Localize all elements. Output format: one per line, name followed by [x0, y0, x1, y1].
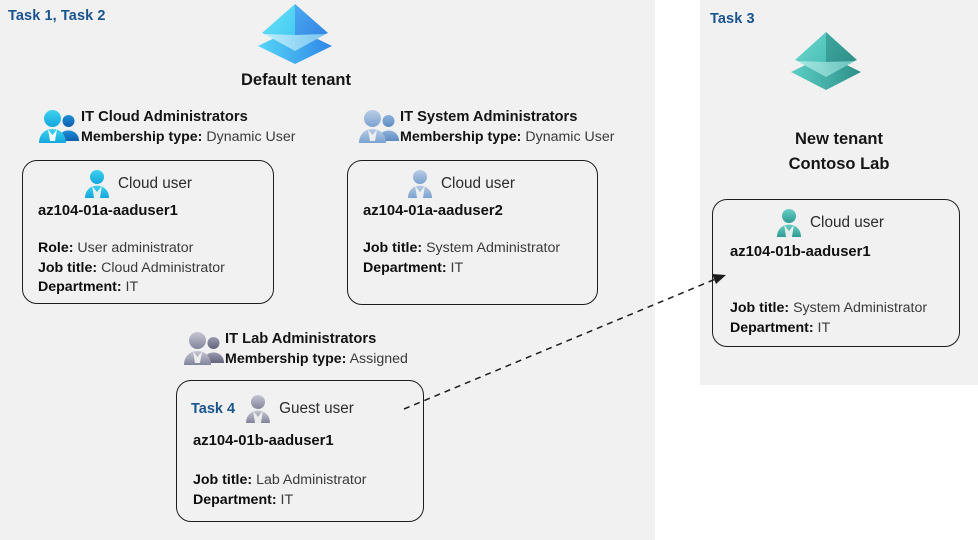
group-title-lab-admins: IT Lab Administrators [225, 331, 377, 347]
card-username-guest: az104-01b-aaduser1 [193, 433, 334, 449]
group-title-system-admins: IT System Administrators [400, 109, 578, 125]
card-head-aaduser1: Cloud user [83, 169, 192, 199]
card-task-tag-guest: Task 4 [191, 401, 236, 417]
attr-department: Department: IT [193, 491, 366, 511]
group-membership-system-admins: Membership type: Dynamic User [400, 127, 614, 147]
card-username-aaduser1: az104-01a-aaduser1 [38, 203, 178, 219]
membership-value: Dynamic User [525, 129, 615, 145]
attr-value-role: User administrator [77, 240, 194, 256]
group-header-system-admins: IT System Administrators Membership type… [400, 107, 614, 147]
attr-value-job-title: Cloud Administrator [101, 259, 225, 276]
membership-label: Membership type: [225, 351, 347, 367]
new-tenant-line2: Contoso Lab [788, 155, 890, 173]
attr-job-title: Job title: Cloud Administrator [38, 259, 225, 279]
attr-label-job-title: Job title: [38, 259, 98, 276]
new-tenant-line1: New tenant [794, 130, 883, 148]
membership-value: Assigned [349, 351, 408, 367]
cloud-user-icon [775, 208, 803, 238]
task-tag-right: Task 3 [710, 11, 755, 27]
attr-label-role: Role: [38, 240, 74, 256]
card-attrs-aaduser1b: Job title: System Administrator Departme… [730, 299, 927, 338]
user-card-aaduser2-cloud[interactable]: Cloud user az104-01a-aaduser2 Job title:… [347, 160, 598, 305]
attr-value-department: IT [450, 259, 464, 276]
attr-label-department: Department: [363, 259, 447, 276]
azure-tenant-icon-default [256, 2, 334, 66]
card-head-label-aaduser1b: Cloud user [810, 214, 884, 231]
attr-value-job-title: Lab Administrator [256, 472, 367, 488]
attr-value-department: IT [125, 279, 139, 295]
card-username-aaduser2: az104-01a-aaduser2 [363, 203, 503, 219]
user-card-aaduser1b-cloud[interactable]: Cloud user az104-01b-aaduser1 Job title:… [712, 199, 960, 347]
group-membership-cloud-admins: Membership type: Dynamic User [81, 127, 295, 147]
guest-user-icon [244, 394, 272, 424]
attr-value-job-title: System Administrator [426, 240, 561, 256]
group-membership-lab-admins: Membership type: Assigned [225, 349, 408, 369]
membership-label: Membership type: [81, 129, 203, 145]
cloud-user-icon [83, 169, 111, 199]
card-head-label-aaduser1: Cloud user [118, 175, 192, 192]
attr-label-department: Department: [730, 319, 814, 336]
default-tenant-label: Default tenant [240, 71, 351, 89]
attr-department: Department: IT [363, 259, 560, 279]
membership-value: Dynamic User [206, 129, 296, 145]
group-title-cloud-admins: IT Cloud Administrators [81, 109, 248, 125]
attr-role: Role: User administrator [38, 239, 225, 259]
card-head-guest: Task 4 Guest user [191, 394, 354, 424]
attr-label-department: Department: [38, 279, 122, 295]
card-head-aaduser1b: Cloud user [775, 208, 884, 238]
attr-label-job-title: Job title: [193, 472, 253, 488]
group-users-icon-cloud-admins [38, 108, 80, 146]
attr-value-department: IT [817, 319, 831, 336]
user-card-aaduser1-cloud[interactable]: Cloud user az104-01a-aaduser1 Role: User… [22, 160, 274, 304]
cloud-user-icon [406, 169, 434, 199]
card-attrs-aaduser1: Role: User administrator Job title: Clou… [38, 239, 225, 298]
user-card-aaduser1b-guest[interactable]: Task 4 Guest user az104-01b-aaduser1 Job… [176, 380, 424, 522]
card-attrs-guest: Job title: Lab Administrator Department:… [193, 471, 366, 510]
group-users-icon-lab-admins [183, 330, 225, 368]
group-header-lab-admins: IT Lab Administrators Membership type: A… [225, 329, 408, 369]
attr-label-job-title: Job title: [363, 240, 423, 256]
attr-department: Department: IT [730, 319, 927, 339]
card-attrs-aaduser2: Job title: System Administrator Departme… [363, 239, 560, 278]
task-tag-left: Task 1, Task 2 [8, 8, 106, 24]
attr-label-job-title: Job title: [730, 300, 790, 316]
azure-tenant-icon-new [789, 30, 863, 92]
attr-job-title: Job title: Lab Administrator [193, 471, 366, 491]
attr-department: Department: IT [38, 278, 225, 298]
group-users-icon-system-admins [358, 108, 400, 146]
group-header-cloud-admins: IT Cloud Administrators Membership type:… [81, 107, 295, 147]
card-head-aaduser2: Cloud user [406, 169, 515, 199]
card-username-aaduser1b: az104-01b-aaduser1 [730, 244, 871, 260]
card-head-label-aaduser2: Cloud user [441, 175, 515, 192]
attr-job-title: Job title: System Administrator [363, 239, 560, 259]
card-head-label-guest: Guest user [279, 400, 354, 417]
attr-value-job-title: System Administrator [793, 300, 928, 316]
membership-label: Membership type: [400, 129, 522, 145]
new-tenant-label: New tenant Contoso Lab [726, 127, 952, 177]
attr-label-department: Department: [193, 491, 277, 508]
attr-value-department: IT [280, 491, 294, 508]
attr-job-title: Job title: System Administrator [730, 299, 927, 319]
